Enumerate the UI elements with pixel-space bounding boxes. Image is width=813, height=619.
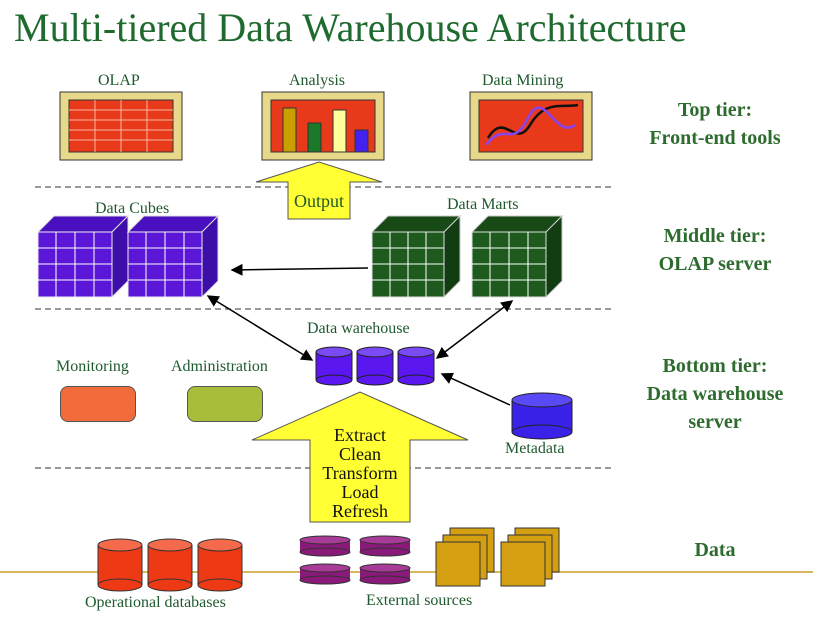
warehouse-cylinder-icon-1	[315, 346, 353, 386]
etl-transform: Transform	[322, 463, 398, 483]
external-document-stack-icon-1	[435, 527, 495, 587]
data-cubes-label: Data Cubes	[95, 200, 170, 217]
middle-tier-label: Middle tier:OLAP server	[658, 225, 772, 275]
page-title: Multi-tiered Data Warehouse Architecture	[14, 5, 687, 50]
external-sources-label: External sources	[366, 592, 473, 609]
analysis-chart-icon	[261, 91, 385, 161]
output-arrow	[255, 161, 383, 220]
monitoring-box	[60, 386, 136, 422]
etl-extract: Extract	[334, 425, 386, 445]
etl-arrow	[251, 391, 469, 523]
olap-screen-icon	[59, 91, 183, 161]
metadata-to-warehouse-arrow	[440, 372, 511, 406]
warehouse-cylinder-icon-3	[397, 346, 435, 386]
operational-db-icon-2	[147, 538, 193, 592]
etl-clean: Clean	[339, 444, 381, 464]
analysis-label: Analysis	[289, 72, 345, 89]
data-mart-icon-2	[470, 214, 564, 299]
data-cube-icon-1	[36, 214, 130, 299]
etl-refresh: Refresh	[332, 501, 388, 521]
cubes-warehouse-arrow	[206, 295, 314, 361]
operational-db-icon-3	[197, 538, 243, 592]
data-warehouse-label: Data warehouse	[307, 320, 410, 337]
data-mining-plot-icon	[469, 91, 593, 161]
monitoring-label: Monitoring	[56, 358, 129, 375]
external-document-stack-icon-2	[500, 527, 560, 587]
data-tier-label: Data	[694, 539, 736, 561]
top-tier-label: Top tier:Front-end tools	[649, 99, 781, 149]
warehouse-cylinder-icon-2	[356, 346, 394, 386]
etl-steps: Extract Clean Transform Load Refresh	[300, 426, 420, 521]
etl-load: Load	[341, 482, 379, 502]
olap-label: OLAP	[98, 72, 140, 89]
data-cube-icon-2	[126, 214, 220, 299]
external-disk-icons	[299, 535, 411, 585]
data-mining-label: Data Mining	[482, 72, 564, 89]
metadata-label: Metadata	[505, 440, 565, 457]
marts-warehouse-arrow	[435, 300, 514, 359]
operational-db-icon-1	[97, 538, 143, 592]
administration-label: Administration	[171, 358, 268, 375]
administration-box	[187, 386, 263, 422]
marts-to-cubes-arrow	[230, 263, 369, 276]
data-mart-icon-1	[370, 214, 462, 299]
data-marts-label: Data Marts	[447, 196, 519, 213]
operational-databases-label: Operational databases	[85, 594, 226, 611]
metadata-cylinder-icon	[511, 392, 573, 440]
output-label: Output	[293, 191, 344, 211]
